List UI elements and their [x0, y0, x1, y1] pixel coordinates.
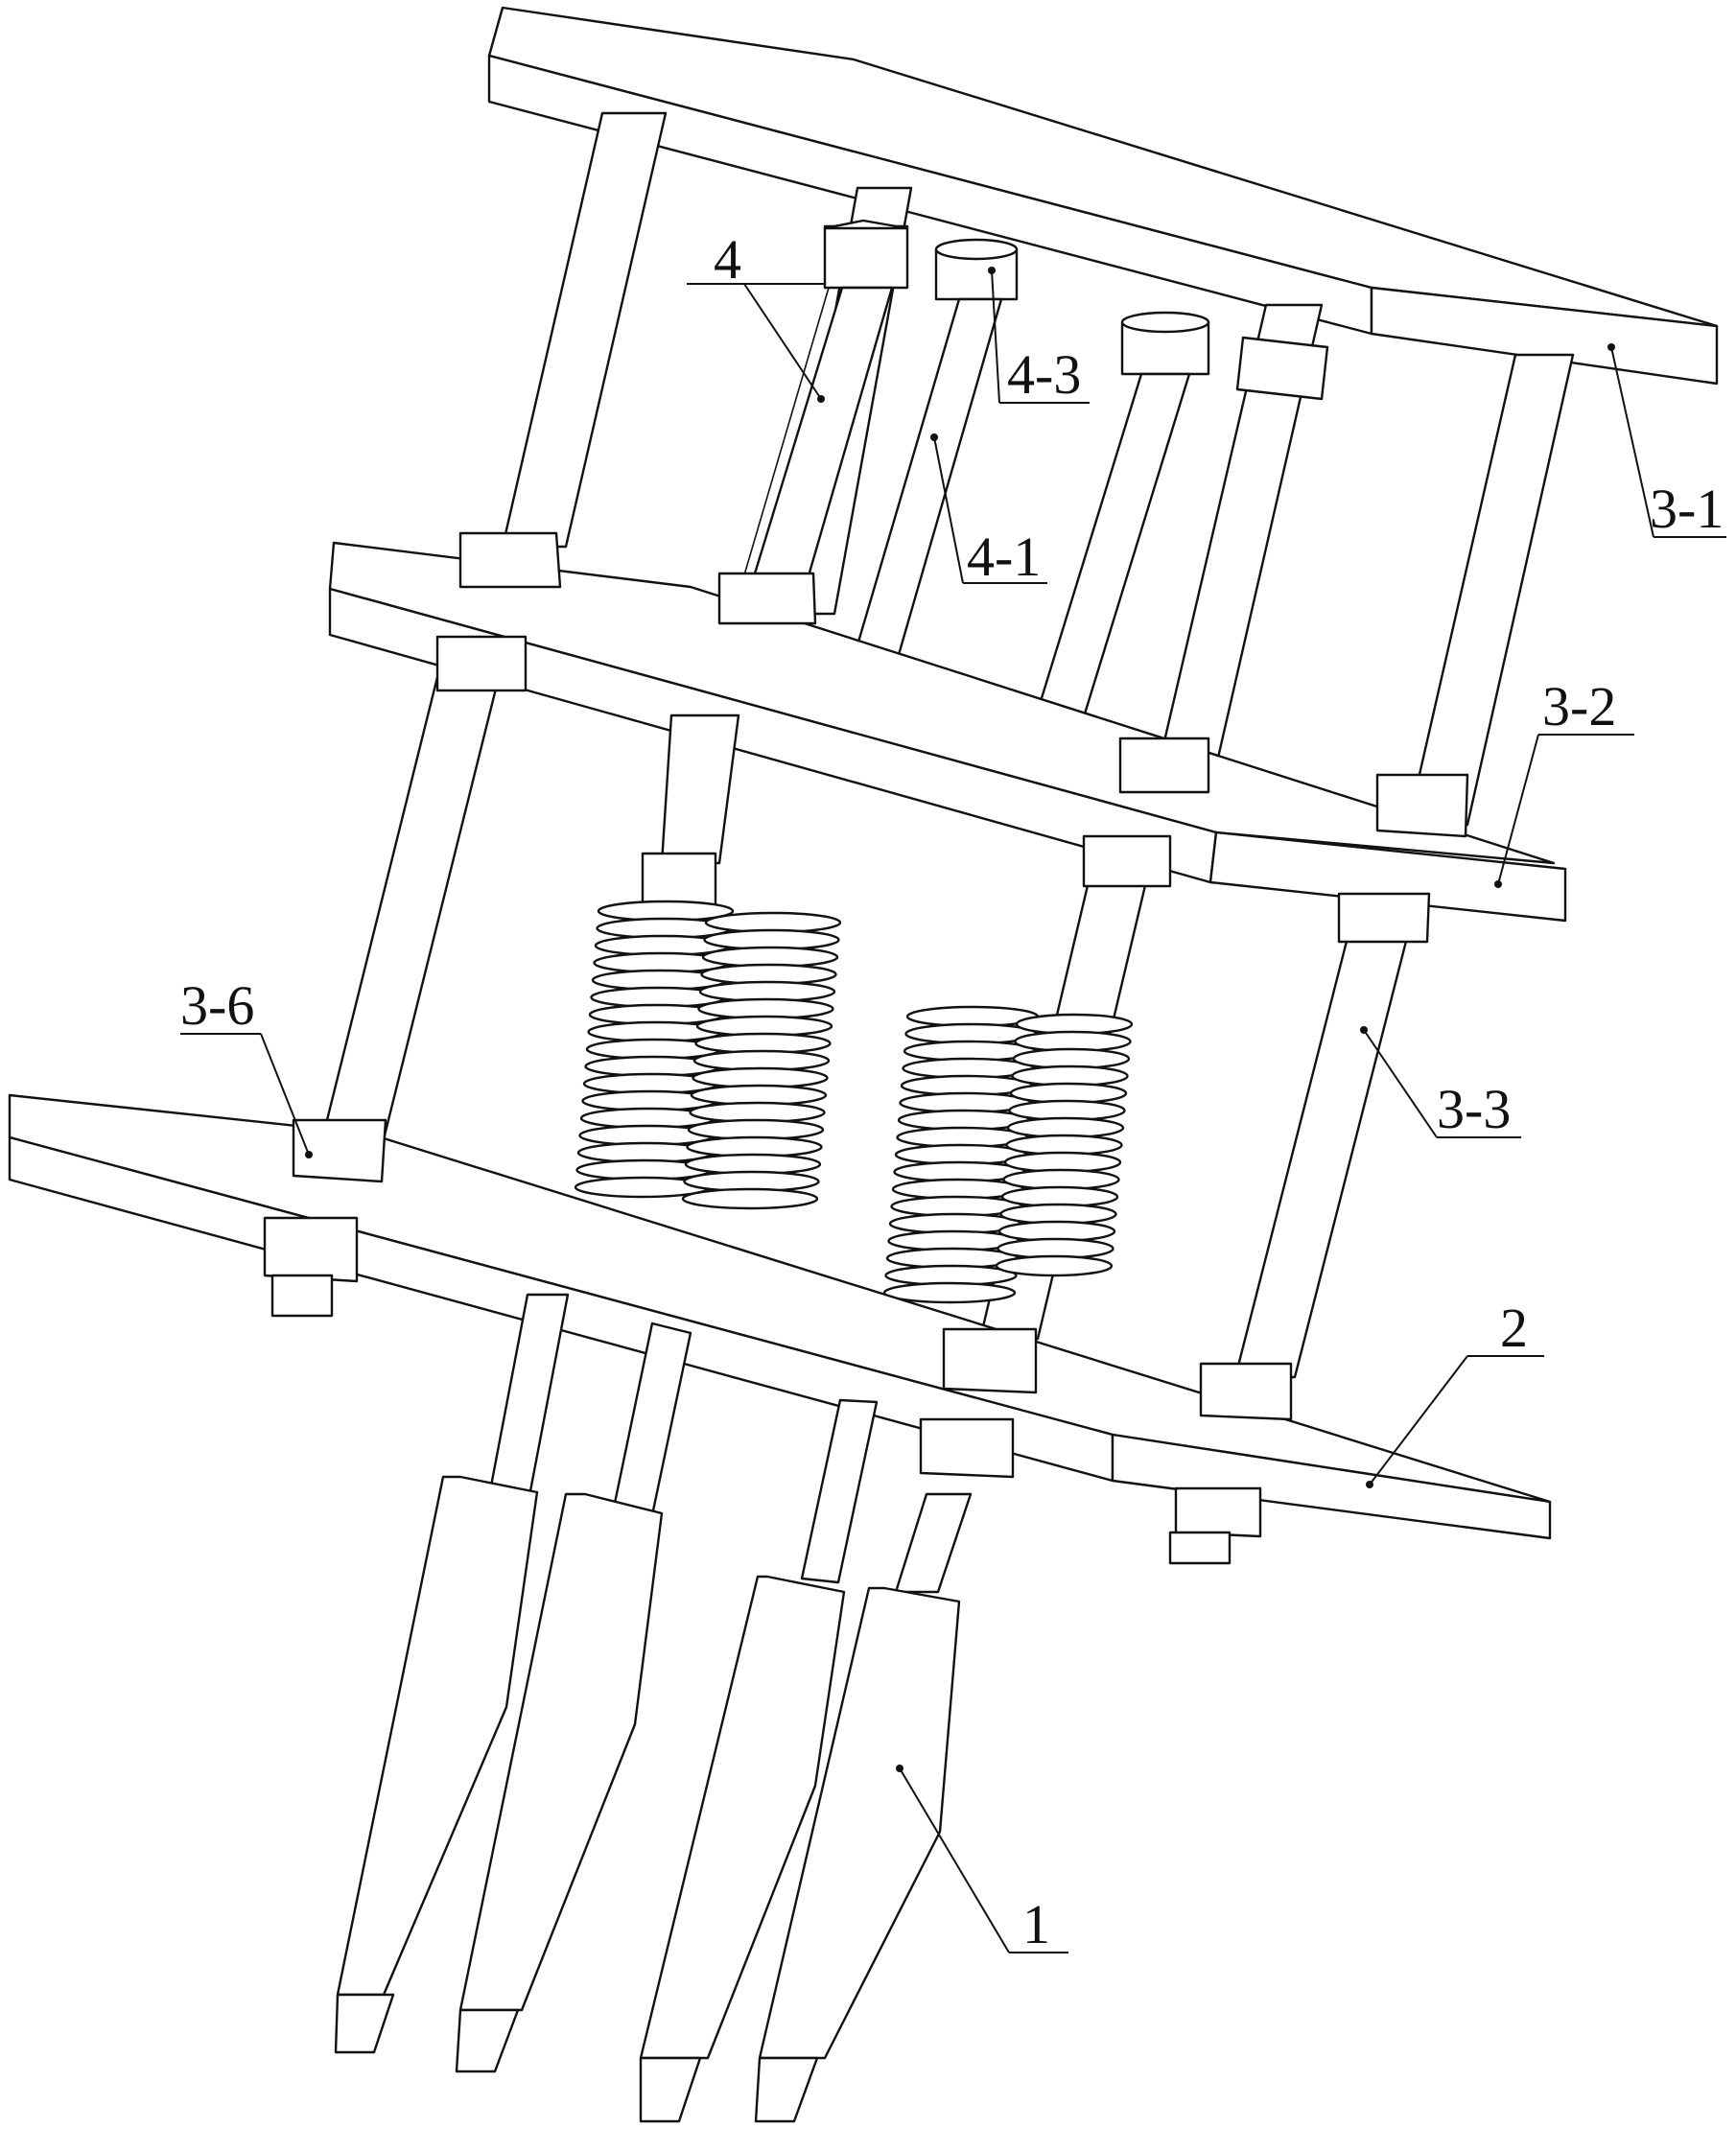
label-4-1: 4-1: [967, 526, 1041, 588]
middle-plate-nuts: [458, 531, 1469, 838]
bottom-plate-nuts: [263, 1118, 1293, 1565]
upper-rods: [501, 111, 1575, 827]
label-1: 1: [1022, 1893, 1050, 1955]
label-3-3: 3-3: [1437, 1078, 1511, 1140]
label-4: 4: [714, 228, 741, 291]
label-3-6: 3-6: [180, 974, 254, 1037]
spring-coil: [681, 1187, 819, 1210]
middle-plate: [328, 541, 1567, 923]
label-3-2: 3-2: [1542, 675, 1616, 737]
top-plate: [487, 6, 1719, 386]
label-4-3: 4-3: [1007, 343, 1081, 406]
probe-bodies: [334, 1293, 973, 2123]
label-3-1: 3-1: [1650, 478, 1724, 540]
label-leaders: [180, 267, 1726, 1953]
pin-assembly-4: [729, 186, 913, 654]
spring-coil: [882, 1281, 1017, 1304]
spring-coil: [995, 1254, 1114, 1277]
spring-coils-group: [574, 900, 1134, 1304]
label-2: 2: [1500, 1297, 1528, 1359]
labels: 4 4-3 4-1 3-1 3-2 3-6 3-3 2 1: [180, 228, 1724, 1955]
pin-assembly-4-1: [848, 238, 1019, 673]
pin-assembly-right: [1024, 311, 1329, 750]
